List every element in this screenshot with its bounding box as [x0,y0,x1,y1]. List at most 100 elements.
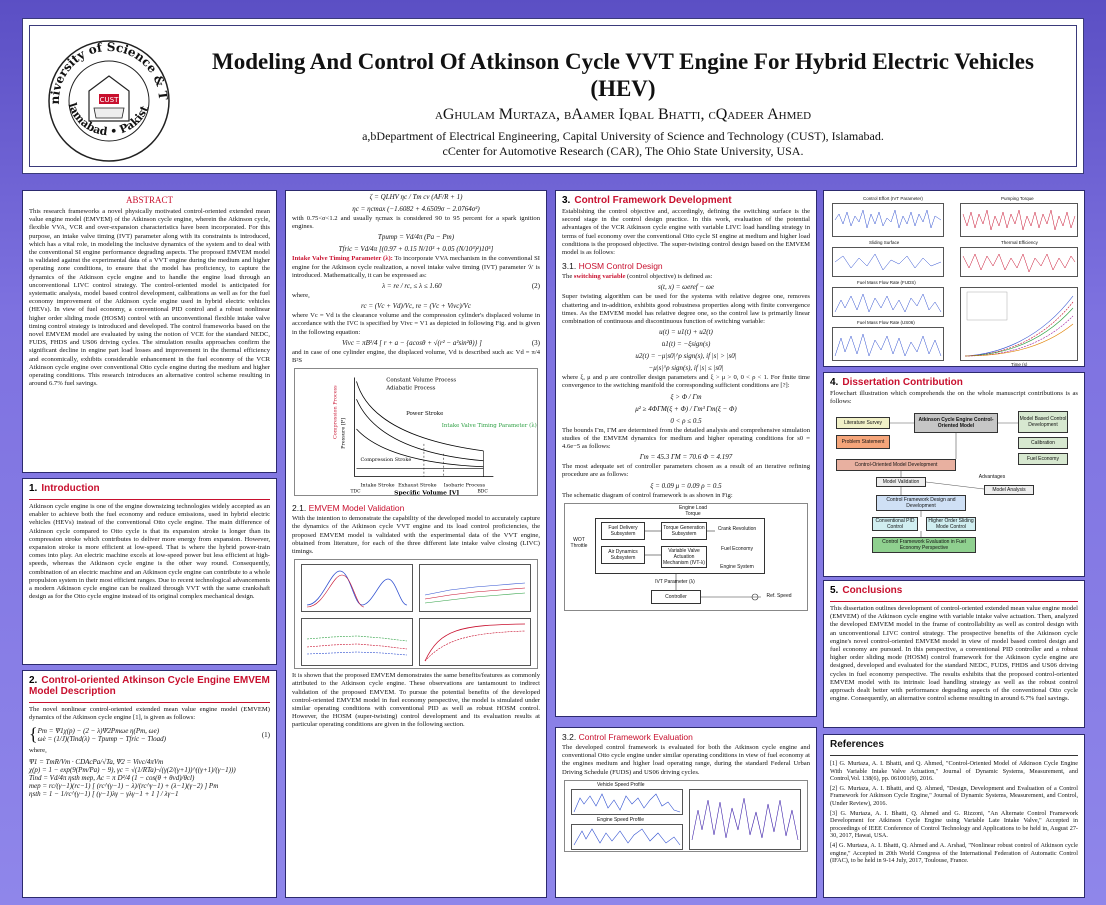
equation-ratios: rc = (Vc + Vd)/Vc, re = (Vc + Vivc)/Vc [361,302,471,311]
ivt-text: To incorporate VVA mechanism in the conv… [292,255,540,279]
validation-figure [294,559,538,670]
validation-conclusion-text: It is shown that the proposed EMVEM demo… [292,672,540,729]
definition-mep: mep = rc/(γ−1)(rc−1) [ (rc^(γ−1) − λ)/(r… [29,781,219,790]
section5-divider [830,601,1078,602]
flow-pid: Conventional PID Control [872,517,918,532]
intro-heading: 1.Introduction [23,479,276,496]
flow-smc: Higher Order Sliding Mode Control [926,517,976,532]
equation-bounds: Γm = 45.3 ΓM = 70.6 Φ = 4.197 [639,453,733,462]
plot-fuel-us06: Fuel Mass Flow Rate (US06) [832,320,944,361]
plot-time-label: Time (s) [1011,362,1028,367]
switching-rest: (control objective) is defined as: [627,273,713,281]
definitions-block: Ψ1 = TmR/Vm · CDAcPa/√Ta, Ψ2 = Vivc/4πVm… [23,756,276,800]
section5-number: 5. [830,585,839,596]
validation-plot-2 [419,564,531,613]
parameters-text: where ξ, μ and ρ are controller design p… [562,374,810,390]
schematic-engine-label: Engine System [720,563,754,570]
section5-box: 5.Conclusions This dissertation outlines… [823,580,1085,728]
schematic-air-dynamics: Air Dynamics Subsystem [601,545,645,564]
pv-label-ivt: Intake Valve Timing Parameter (λ) [442,422,537,429]
flow-problem: Problem Statement [836,435,890,450]
pv-tdc: TDC [351,489,362,495]
poster-authors: aGhulam Murtaza, bAamer Iqbal Bhatti, cQ… [434,106,812,123]
evaluation-plot-right-svg [691,797,799,840]
schematic-load-label: Engine Load Torque [678,504,708,517]
pv-label-isobaric: Isobaric Process [444,483,486,489]
section3-text: Establishing the control objective and, … [562,208,810,257]
column2-box: ζ = QLHV ηc / Tm cv (AF/R + 1) ηc = ηcma… [285,190,547,898]
subsection-32-number: 3.2. [562,732,577,742]
section2-number: 2. [29,675,38,686]
plot-control-effort-svg [834,209,942,229]
engine-speed-svg [573,828,681,845]
equation-u2a: u2(t) = −μ|s0|^ρ sign(s), if |s| > |s0| [635,352,737,361]
subsection-32-box: 3.2. Control Framework Evaluation The de… [555,727,817,898]
pv-ylabel: Pressure [P] [341,418,347,449]
plot-pumping-torque: Pumping Torque [960,196,1078,237]
flow-model-development: Control-Oriented Model Development [836,459,956,472]
definition-chi: χ(p) = 1 − exp(9(Pm/Pa) − 9), γc = √(1/R… [29,765,236,774]
plot-fuel-fuds: Fuel Mass Flow Rate (FUDS) [832,280,944,317]
pv-label-adiabatic: Adiabatic Process [385,386,435,392]
evaluation-figure: Vehicle Speed Profile Engine Speed Profi… [564,779,808,852]
section5-heading: 5.Conclusions [824,581,1084,598]
plot-cumulative-fuel: Time (s) [960,287,1078,366]
subsection-32-heading: 3.2. Control Framework Evaluation [556,728,816,744]
plot-fuel-us06-title: Fuel Mass Flow Rate (US06) [857,320,915,325]
schematic-fuel-economy: Fuel Economy [721,545,753,552]
schematic-ref-speed: Ref. Speed [766,592,792,599]
schematic-intro-text: The schematic diagram of control framewo… [562,491,733,499]
flow-calibration: Calibration [1018,437,1068,450]
schematic-vva: Variable Valve Actuation Mechanism (IVT-… [661,545,707,568]
poster-header: CUST Capital University of Science & Tec… [22,18,1084,174]
switching-variable-text: The switching variable (control objectiv… [556,273,816,281]
reference-1: [1] G. Murtaza, A. I. Bhatti, and Q. Ahm… [830,760,1078,783]
validation-plot-2-svg [424,582,526,604]
section3-heading: 3.Control Framework Development [556,191,816,208]
pv-label-compression: Compression Stroke [360,457,411,463]
vehicle-speed-svg [573,793,681,813]
section5-title: Conclusions [842,585,903,596]
subsection-21-title: EMVEM Model Validation [308,503,405,514]
equation-3-number: (3) [531,338,540,347]
affiliation-secondary: cCenter for Automotive Research (CAR), T… [442,144,804,158]
subsection-31-number: 3.1. [562,261,577,272]
equation-1a: Pm = Ψ1χ(p) − (2 − λ)Ψ2Pmωe η(Pm, ωe) [37,726,160,735]
section2-divider [29,702,270,703]
schematic-torque-generation: Torque Generation Subsystem [661,521,707,540]
references-title: References [830,739,884,750]
plot-sliding-surface-svg [834,253,942,271]
pv-label-const-volume: Constant Volume Process [386,378,456,384]
vehicle-speed-plot [571,788,683,815]
intro-text: Atkinson cycle engine is one of the engi… [29,503,270,601]
plot-fuel-us06-svg [834,333,942,357]
validation-plot-1 [301,564,413,613]
schematic-ivt-label: IVT Parameter (λ) [655,578,695,585]
section2-where: where, [29,747,47,755]
references-box: References [1] G. Murtaza, A. I. Bhatti,… [823,734,1085,898]
section2-title: Control-oriented Atkinson Cycle Engine E… [29,675,270,697]
equation-u2b: −μ|s|^ρ sign(s), if |s| ≤ |s0| [648,364,724,373]
subsection-31-heading: 3.1. HOSM Control Design [556,257,816,273]
validation-text: With the intention to demonstrate the ca… [292,515,540,556]
subsection-21-number: 2.1. [292,503,307,514]
equation-vivc: Vivc = πB²/4 [ r + a − {acosθ + √(r² − a… [342,338,482,347]
abstract-box: ABSTRACT This research frameworks a nove… [22,190,277,473]
header-inner-border: CUST Capital University of Science & Tec… [29,25,1077,167]
abstract-text: This research frameworks a novel physica… [29,208,270,388]
pv-label-intake: Intake Stroke [360,483,394,489]
flow-model-based: Model Based Control Development [1018,411,1068,434]
schematic-controller: Controller [651,589,701,604]
evaluation-plot-right [689,788,801,850]
equation-pump: Tpump = Vd/4π (Pa − Pm) [377,233,455,242]
flow-analysis: Model Analysis [984,485,1034,496]
ivt-label: Intake Valve Timing Parameter (λ): [292,255,393,263]
plot-pumping-torque-svg [962,209,1076,231]
section4-text: Flowchart illustration which comprehends… [830,390,1078,406]
section3-box: 3.Control Framework Development Establis… [555,190,817,717]
schematic-crank: Crank Revolution [717,525,757,532]
pv-diagram-svg: Constant Volume Process Adiabatic Proces… [333,378,537,497]
schematic-arrows [645,530,761,601]
section4-box: 4.Dissertation Contribution Flowchart il… [823,372,1085,577]
validation-plot-1-svg [306,570,408,608]
